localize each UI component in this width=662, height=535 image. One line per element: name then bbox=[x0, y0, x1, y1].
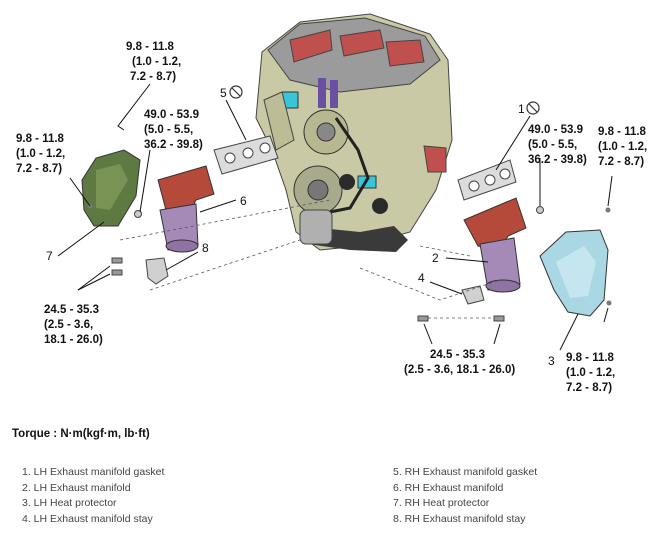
svg-text:36.2 - 39.8): 36.2 - 39.8) bbox=[528, 154, 587, 166]
exploded-view-diagram: 5 6 7 8 1 2 4 3 9.8 - 11.8 (1.0 - 1.2, 7… bbox=[16, 13, 647, 394]
svg-text:36.2 - 39.8): 36.2 - 39.8) bbox=[144, 139, 203, 151]
svg-text:49.0 - 53.9: 49.0 - 53.9 bbox=[528, 124, 583, 136]
rh-exhaust-manifold-stay bbox=[145, 257, 169, 285]
lh-exhaust-manifold-gasket bbox=[457, 159, 517, 201]
legend-item: 3. LH Heat protector bbox=[22, 497, 117, 509]
svg-text:24.5 - 35.3: 24.5 - 35.3 bbox=[44, 304, 99, 316]
callout-1: 1 bbox=[518, 102, 525, 116]
rh-exhaust-manifold-gasket bbox=[213, 135, 279, 175]
no-reuse-icon-5 bbox=[229, 85, 243, 99]
legend-item: 6. RH Exhaust manifold bbox=[393, 481, 504, 494]
assembly-guide-lines bbox=[119, 199, 501, 319]
legend-item: 1. LH Exhaust manifold gasket bbox=[22, 466, 165, 478]
callout-8: 8 bbox=[202, 241, 209, 255]
callout-3: 3 bbox=[548, 354, 555, 368]
legend-item: 8. RH Exhaust manifold stay bbox=[393, 512, 526, 525]
svg-text:7.2 - 8.7): 7.2 - 8.7) bbox=[566, 382, 612, 394]
lh-exhaust-manifold bbox=[463, 197, 527, 293]
svg-text:(1.0 - 1.2,: (1.0 - 1.2, bbox=[16, 148, 65, 160]
svg-text:9.8 - 11.8: 9.8 - 11.8 bbox=[126, 41, 175, 53]
torque-left: 9.8 - 11.8 (1.0 - 1.2, 7.2 - 8.7) bbox=[16, 133, 65, 175]
torque-top-right: 9.8 - 11.8 (1.0 - 1.2, 7.2 - 8.7) bbox=[598, 126, 647, 168]
svg-text:49.0 - 53.9: 49.0 - 53.9 bbox=[144, 109, 199, 121]
callout-7: 7 bbox=[46, 249, 53, 263]
svg-text:(2.5 - 3.6, 18.1 - 26.0): (2.5 - 3.6, 18.1 - 26.0) bbox=[404, 364, 515, 376]
bolts-left bbox=[87, 203, 142, 276]
torque-center-right: 49.0 - 53.9 (5.0 - 5.5, 36.2 - 39.8) bbox=[528, 124, 587, 166]
torque-lower-right: 9.8 - 11.8 (1.0 - 1.2, 7.2 - 8.7) bbox=[566, 352, 615, 394]
svg-text:(5.0 - 5.5,: (5.0 - 5.5, bbox=[144, 124, 193, 136]
torque-lower-center: 24.5 - 35.3 (2.5 - 3.6, 18.1 - 26.0) bbox=[404, 349, 515, 376]
lh-heat-protector bbox=[539, 229, 609, 317]
torque-center-left: 49.0 - 53.9 (5.0 - 5.5, 36.2 - 39.8) bbox=[144, 109, 203, 151]
svg-text:7.2 - 8.7): 7.2 - 8.7) bbox=[16, 163, 62, 175]
svg-text:7.2 - 8.7): 7.2 - 8.7) bbox=[598, 156, 644, 168]
callout-numbers: 5 6 7 8 1 2 4 3 bbox=[46, 86, 555, 368]
callout-5: 5 bbox=[220, 86, 227, 100]
svg-text:9.8 - 11.8: 9.8 - 11.8 bbox=[16, 133, 65, 145]
engine-assembly bbox=[255, 13, 453, 252]
parts-legend-left: 1. LH Exhaust manifold gasket 2. LH Exha… bbox=[22, 465, 164, 527]
torque-units-heading: Torque : N·m(kgf·m, lb·ft) bbox=[12, 428, 150, 440]
no-reuse-icon-1 bbox=[526, 101, 540, 115]
callout-6: 6 bbox=[240, 194, 247, 208]
svg-text:24.5 - 35.3: 24.5 - 35.3 bbox=[430, 349, 485, 361]
bolts-right bbox=[417, 206, 612, 322]
callout-2: 2 bbox=[432, 251, 439, 265]
torque-lower-left: 24.5 - 35.3 (2.5 - 3.6, 18.1 - 26.0) bbox=[44, 304, 103, 346]
svg-text:(1.0 - 1.2,: (1.0 - 1.2, bbox=[598, 141, 647, 153]
svg-text:(1.0 - 1.2,: (1.0 - 1.2, bbox=[132, 56, 181, 68]
rh-exhaust-manifold bbox=[157, 165, 215, 253]
parts-legend-right: 5. RH Exhaust manifold gasket 6. RH Exha… bbox=[393, 465, 537, 527]
svg-text:(1.0 - 1.2,: (1.0 - 1.2, bbox=[566, 367, 615, 379]
svg-text:(5.0 - 5.5,: (5.0 - 5.5, bbox=[528, 139, 577, 151]
legend-item: 4. LH Exhaust manifold stay bbox=[22, 512, 153, 525]
leader-lines bbox=[57, 83, 613, 351]
svg-text:9.8 - 11.8: 9.8 - 11.8 bbox=[566, 352, 615, 364]
legend-item: 5. RH Exhaust manifold gasket bbox=[393, 466, 538, 478]
legend-item: 2. LH Exhaust manifold bbox=[22, 481, 131, 494]
torque-top-center: 9.8 - 11.8 (1.0 - 1.2, 7.2 - 8.7) bbox=[126, 41, 181, 83]
svg-text:9.8 - 11.8: 9.8 - 11.8 bbox=[598, 126, 647, 138]
legend-item: 7. RH Heat protector bbox=[393, 497, 490, 509]
svg-text:18.1 - 26.0): 18.1 - 26.0) bbox=[44, 334, 103, 346]
callout-4: 4 bbox=[418, 271, 425, 285]
svg-text:(2.5 - 3.6,: (2.5 - 3.6, bbox=[44, 319, 93, 331]
svg-text:7.2 - 8.7): 7.2 - 8.7) bbox=[130, 71, 176, 83]
rh-heat-protector bbox=[81, 149, 141, 227]
